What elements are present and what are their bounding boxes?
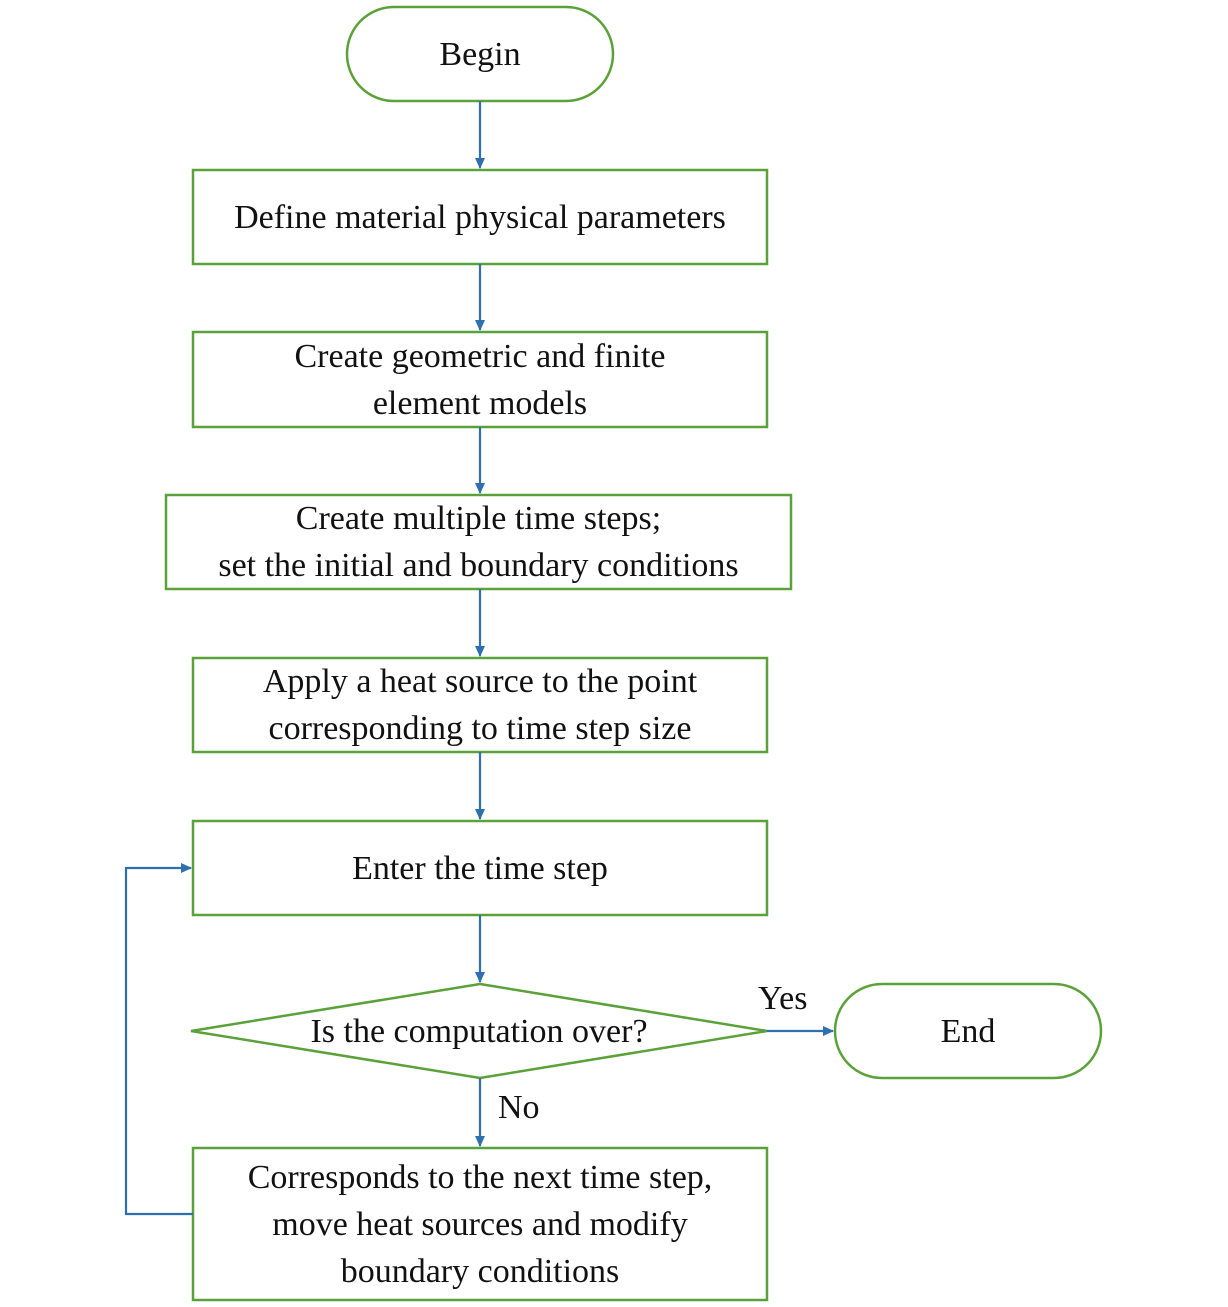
edge-loop-back: [124, 863, 193, 1216]
end-label: End: [940, 1012, 996, 1050]
decision-label: Is the computation over?: [310, 1012, 648, 1050]
create-steps-box: [164, 493, 793, 591]
next-step-label: Corresponds to the next time step, move …: [247, 1158, 713, 1290]
yes-edge-label: Yes: [758, 980, 808, 1017]
create-steps-label: Create multiple time steps; set the init…: [218, 500, 739, 584]
begin-label: Begin: [439, 35, 521, 73]
no-edge-label: No: [498, 1089, 540, 1126]
enter-step-label: Enter the time step: [352, 849, 608, 887]
create-models-box: [191, 330, 769, 429]
define-params-label: Define material physical parameters: [234, 198, 726, 236]
create-models-label: Create geometric and finite element mode…: [294, 337, 666, 422]
next-step-box: [191, 1146, 769, 1302]
apply-heat-label: Apply a heat source to the point corresp…: [262, 663, 698, 747]
define-params-box: [191, 168, 769, 266]
end-terminal: [833, 982, 1103, 1080]
